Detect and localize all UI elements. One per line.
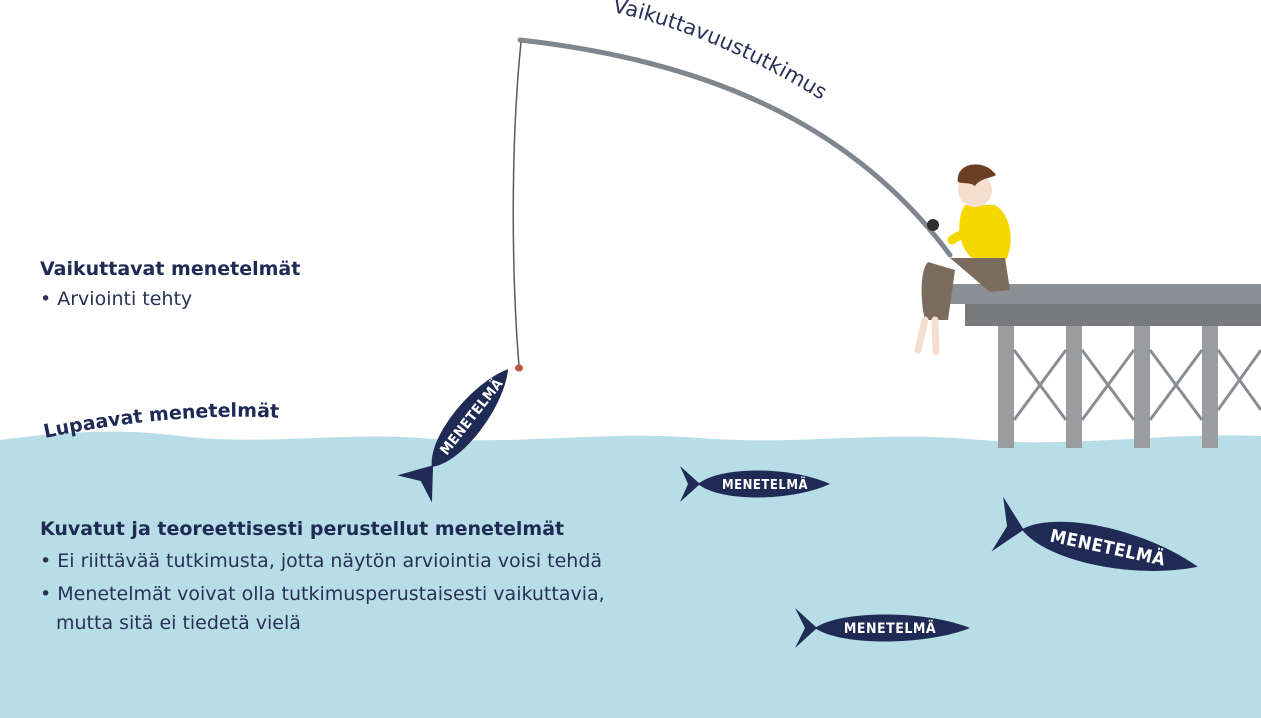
described-bullet: • Menetelmät voivat olla tutkimusperusta… xyxy=(40,583,605,605)
fish-label: MENETELMÄ xyxy=(722,477,808,493)
person-fishing xyxy=(914,164,1011,356)
described-title: Kuvatut ja teoreettisesti perustellut me… xyxy=(40,518,565,540)
bait xyxy=(515,364,523,372)
fish-swimming: MENETELMÄ xyxy=(680,466,830,502)
effective-title: Vaikuttavat menetelmät xyxy=(40,258,301,280)
effective-bullet: • Arviointi tehty xyxy=(40,288,193,310)
fish-label: MENETELMÄ xyxy=(844,620,936,637)
fishing-line xyxy=(512,41,522,367)
fishing-rod xyxy=(517,37,953,258)
fish-swimming: MENETELMÄ xyxy=(795,608,970,648)
water xyxy=(0,431,1261,718)
described-bullet: • Ei riittävää tutkimusta, jotta näytön … xyxy=(40,550,603,572)
described-bullet-continued: mutta sitä ei tiedetä vielä xyxy=(56,612,301,634)
pier xyxy=(950,284,1261,448)
rod-label: Vaikuttavuustutkimus xyxy=(611,0,831,104)
